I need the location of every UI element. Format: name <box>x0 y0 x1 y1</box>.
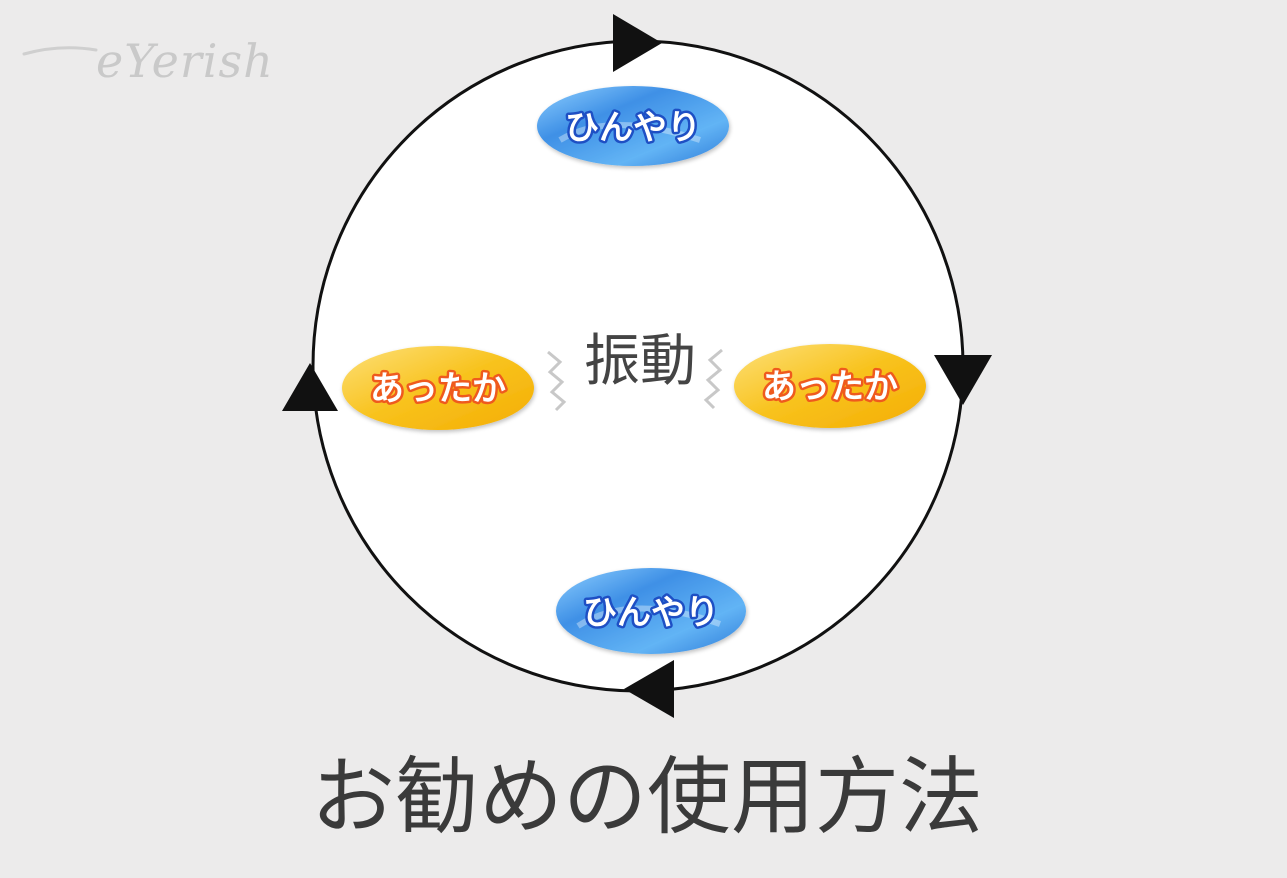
logo-text: eYerish <box>96 34 274 88</box>
node-right <box>734 344 926 428</box>
node-bottom-label: ひんやり <box>583 593 719 633</box>
arrow-right-icon <box>613 14 662 72</box>
node-bottom <box>556 568 746 654</box>
logo-swoosh-icon <box>22 46 98 56</box>
node-right-label: あったか <box>762 367 898 407</box>
node-left-label: あったか <box>370 369 506 409</box>
center-label: 振動 <box>584 329 696 394</box>
node-left <box>342 346 534 430</box>
arrow-left-icon <box>624 660 674 718</box>
node-top-label: ひんやり <box>565 108 701 148</box>
node-top <box>537 86 729 166</box>
vibration-left-icon <box>547 350 567 412</box>
page-title: お勧めの使用方法 <box>311 748 983 846</box>
vibration-right-icon <box>703 348 723 410</box>
arrow-up-icon <box>282 363 338 411</box>
brand-logo: eYerish <box>22 34 274 88</box>
arrow-down-icon <box>934 355 992 405</box>
